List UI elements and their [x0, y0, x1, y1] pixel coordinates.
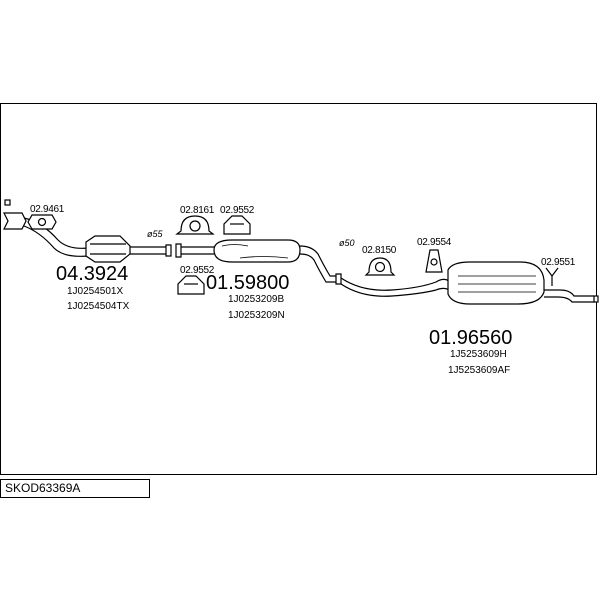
- gasket-icon: [27, 214, 57, 230]
- mount-tail-number: 02.9551: [541, 257, 576, 268]
- front-pipe-flange: [3, 212, 27, 230]
- front-pipe-drawing: [3, 199, 172, 263]
- catalytic-converter: [85, 235, 131, 263]
- middle-silencer-body: [213, 239, 301, 263]
- middle-silencer-number: 01.59800: [206, 272, 289, 294]
- mount-front-upper-number: 02.9552: [220, 205, 255, 216]
- rear-silencer-ref-2: 1J5253609AF: [448, 365, 510, 376]
- diameter-front-label: ø55: [147, 229, 164, 239]
- diagram-code-box: SKOD63369A: [0, 479, 150, 498]
- front-pipe-ref-2: 1J0254504TX: [67, 301, 130, 312]
- rear-silencer-ref-1: 1J5253609H: [450, 349, 507, 360]
- mount-tail-icon: [545, 267, 559, 286]
- diagram-labels: 02.9461 04.3924 1J0254501X 1J0254504TX ø…: [30, 204, 576, 376]
- clamp-front-number: 02.8161: [180, 205, 215, 216]
- hanger-rear-number: 02.9554: [417, 237, 452, 248]
- middle-silencer-drawing: [175, 239, 342, 285]
- rear-silencer-number: 01.96560: [429, 327, 512, 349]
- mount-front-lower-number: 02.9552: [180, 265, 215, 276]
- diagram-code: SKOD63369A: [5, 481, 81, 495]
- diagram-frame: [0, 103, 597, 475]
- front-pipe-ref-1: 1J0254501X: [67, 286, 123, 297]
- clamp-front-icon: [175, 215, 215, 235]
- front-pipe-number: 04.3924: [56, 263, 128, 285]
- gasket-number: 02.9461: [30, 204, 65, 215]
- front-pipe-sensor: [4, 199, 11, 206]
- hanger-rear-icon: [425, 249, 443, 273]
- middle-silencer-ref-2: 1J0253209N: [228, 310, 285, 321]
- rear-silencer-drawing: [340, 261, 599, 305]
- rear-silencer-body: [447, 261, 545, 305]
- middle-silencer-ref-1: 1J0253209B: [228, 294, 284, 305]
- mount-front-lower-icon: [177, 275, 205, 295]
- mount-front-upper-icon: [223, 215, 251, 235]
- clamp-rear-number: 02.8150: [362, 245, 397, 256]
- diameter-rear-label: ø50: [339, 238, 355, 248]
- clamp-rear-icon: [364, 257, 396, 276]
